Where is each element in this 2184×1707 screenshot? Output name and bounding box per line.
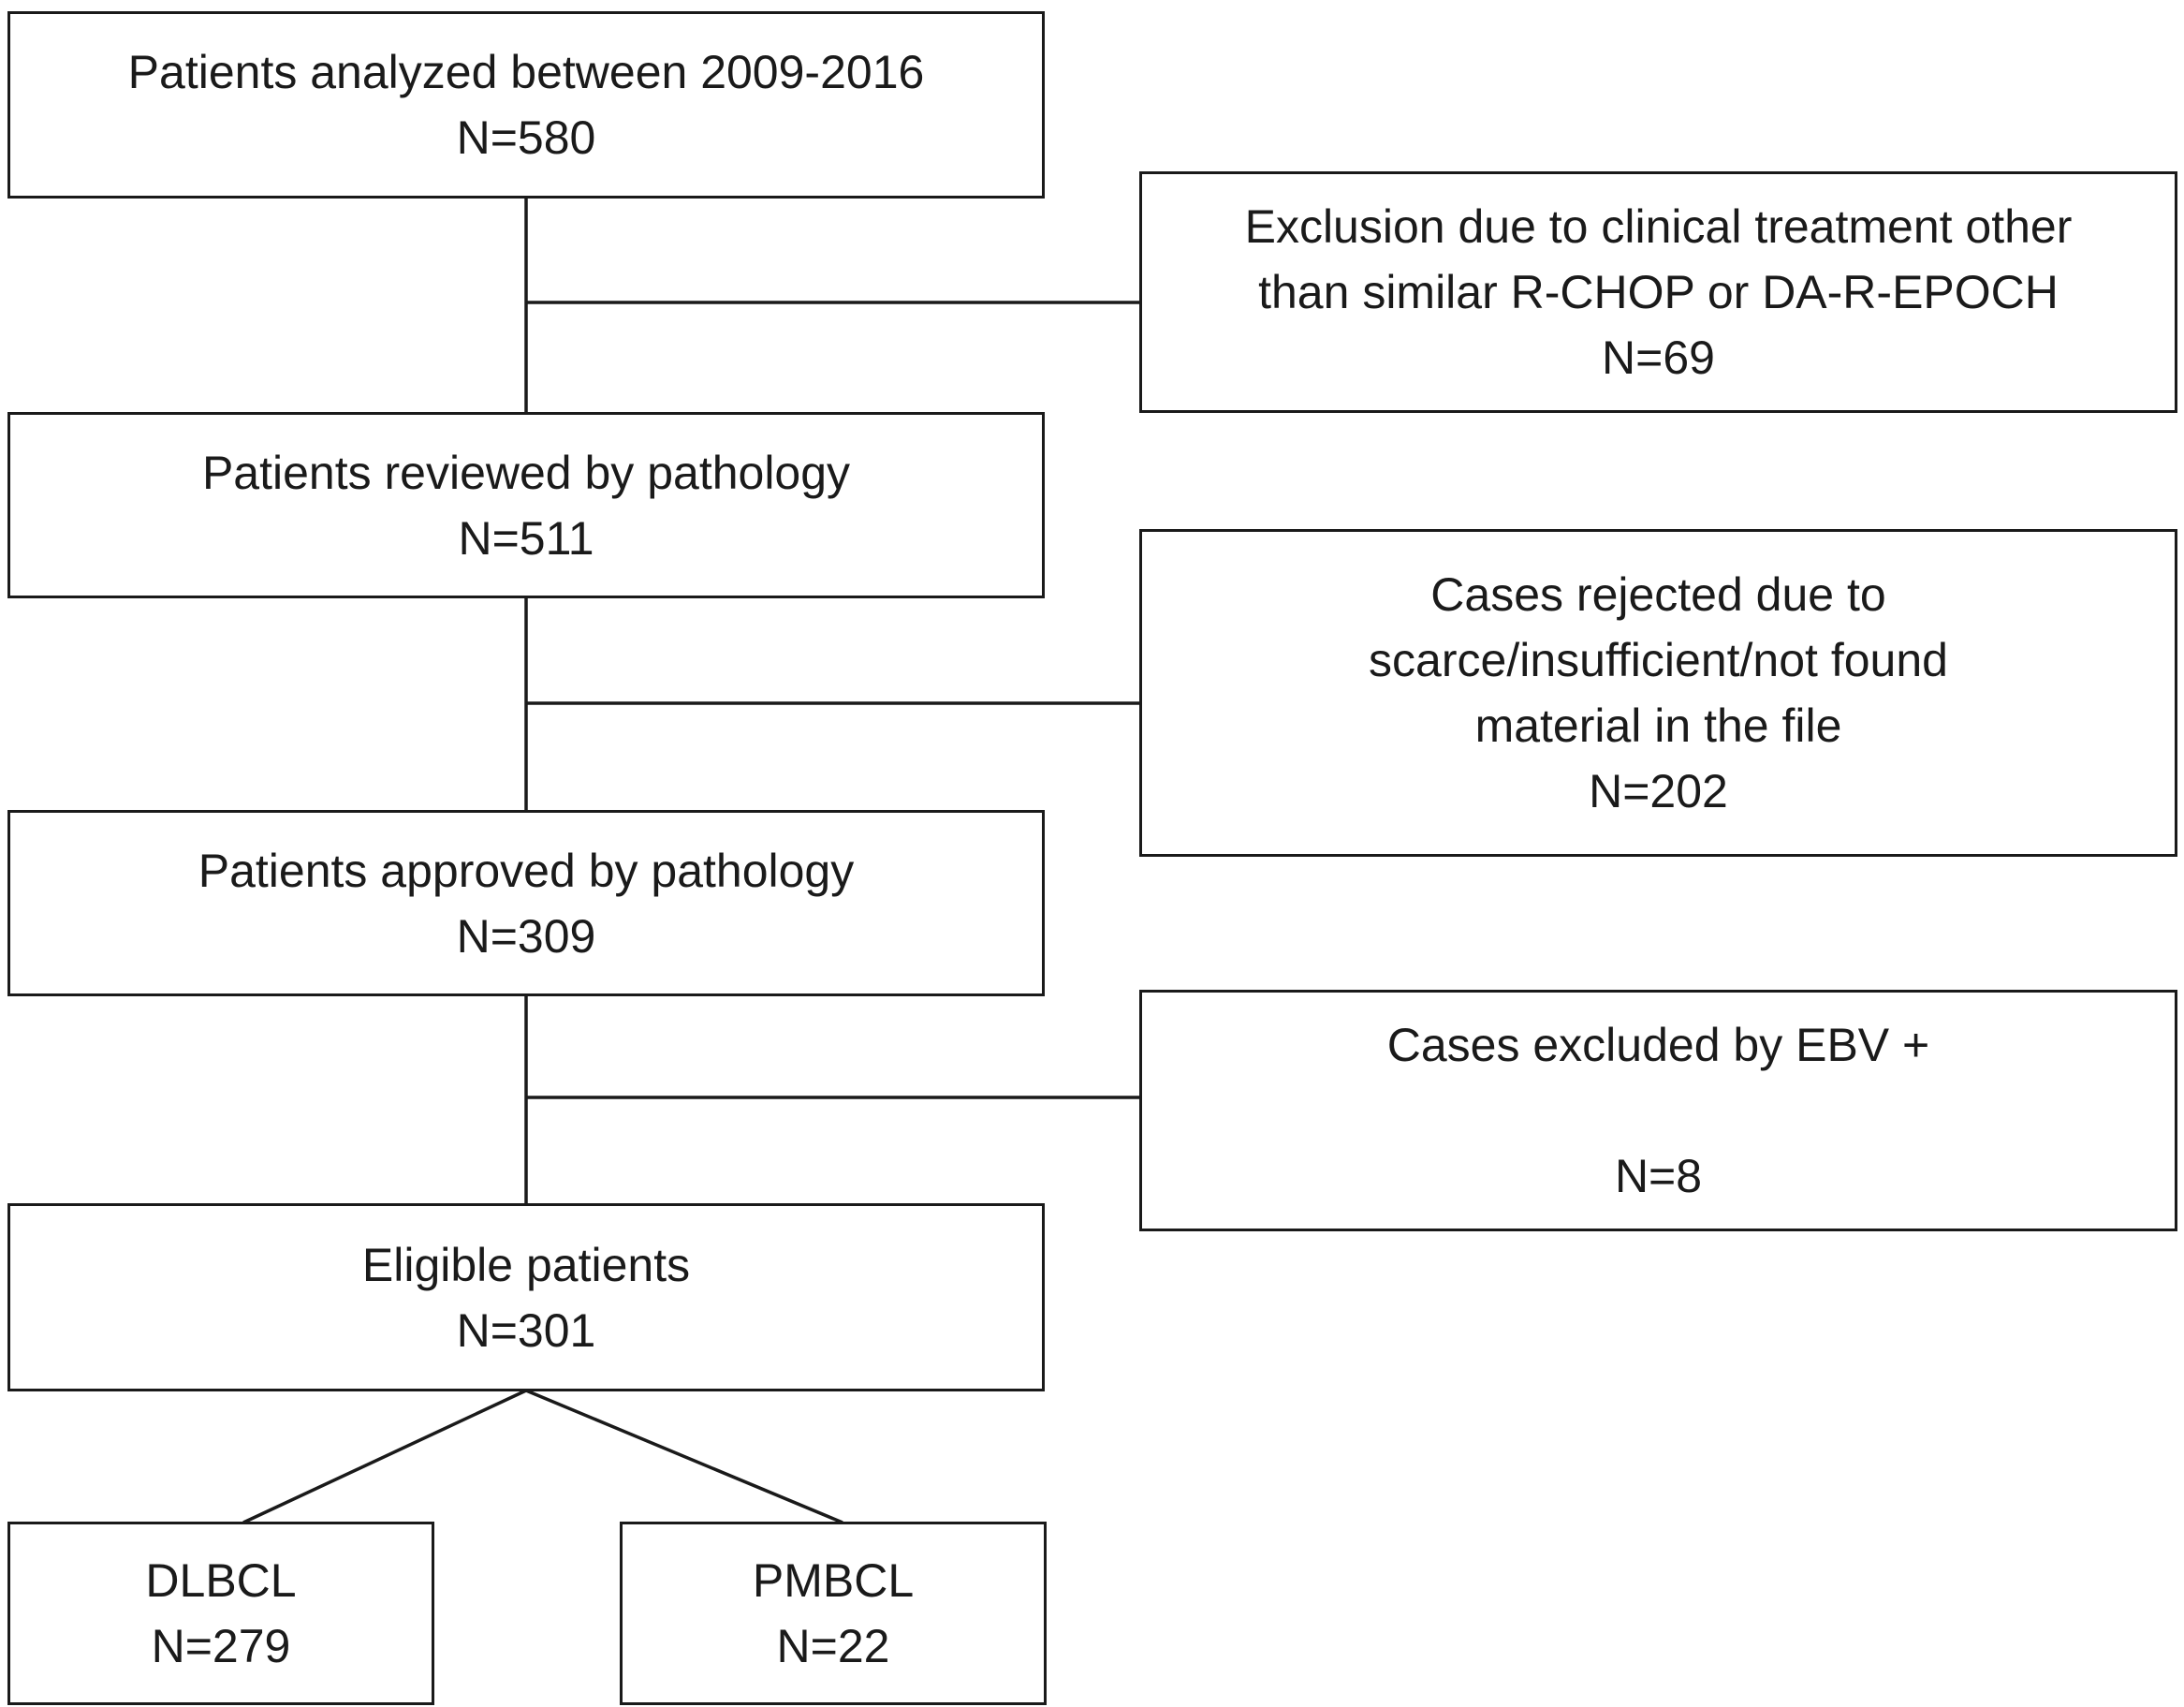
box-count: N=580 bbox=[456, 111, 596, 164]
box-count: N=202 bbox=[1589, 765, 1728, 817]
box-count: N=309 bbox=[456, 909, 596, 963]
box-text-line: than similar R-CHOP or DA-R-EPOCH bbox=[1258, 266, 2059, 318]
box-count: N=8 bbox=[1614, 1150, 1703, 1202]
box-title: Eligible patients bbox=[361, 1238, 691, 1291]
box-title: Patients reviewed by pathology bbox=[201, 446, 851, 499]
box-eligible-patients: Eligible patients N=301 bbox=[7, 1203, 1045, 1391]
box-title: Patients approved by pathology bbox=[198, 844, 855, 897]
box-text-line: material in the file bbox=[1474, 699, 1842, 752]
box-title: DLBCL bbox=[145, 1554, 297, 1607]
box-subgroup-dlbcl: DLBCL N=279 bbox=[7, 1522, 434, 1705]
connector-split-left bbox=[242, 1389, 527, 1524]
box-count: N=279 bbox=[151, 1620, 291, 1672]
box-patients-analyzed: Patients analyzed between 2009-2016 N=58… bbox=[7, 11, 1045, 199]
box-text-line: scarce/insufficient/not found bbox=[1369, 634, 1948, 686]
box-title: PMBCL bbox=[752, 1554, 915, 1607]
box-subgroup-pmbcl: PMBCL N=22 bbox=[620, 1522, 1047, 1705]
box-count: N=22 bbox=[776, 1620, 890, 1672]
connector-split-right bbox=[525, 1389, 843, 1524]
box-count: N=69 bbox=[1602, 331, 1715, 384]
box-patients-reviewed: Patients reviewed by pathology N=511 bbox=[7, 412, 1045, 598]
box-text-line: Exclusion due to clinical treatment othe… bbox=[1244, 200, 2073, 253]
box-patients-approved: Patients approved by pathology N=309 bbox=[7, 810, 1045, 996]
box-title: Patients analyzed between 2009-2016 bbox=[127, 46, 925, 98]
box-count: N=301 bbox=[456, 1303, 596, 1357]
box-count: N=511 bbox=[458, 511, 594, 565]
box-exclusion-material: Cases rejected due to scarce/insufficien… bbox=[1139, 529, 2177, 857]
box-exclusion-ebv: Cases excluded by EBV + N=8 bbox=[1139, 990, 2177, 1231]
box-exclusion-treatment: Exclusion due to clinical treatment othe… bbox=[1139, 171, 2177, 413]
box-text-line: Cases rejected due to bbox=[1430, 568, 1886, 621]
box-text-line: Cases excluded by EBV + bbox=[1386, 1019, 1930, 1071]
